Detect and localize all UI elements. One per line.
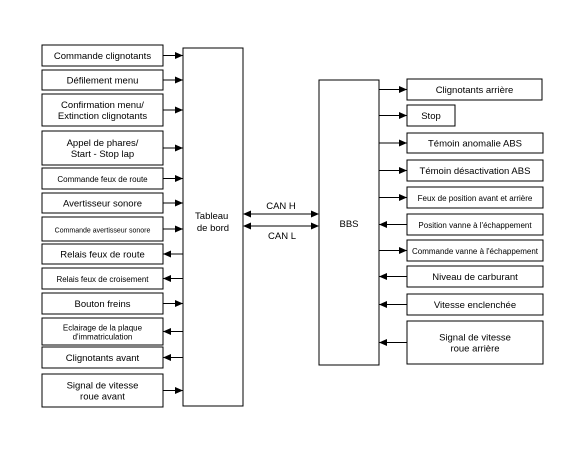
signal-arrow-arrowhead [399,139,407,147]
dashboard-unit-label: Tableau de bord [195,211,231,234]
signal-arrow-arrowhead [163,250,171,258]
dashboard-signal: Bouton freins [41,292,183,315]
dashboard-signal: Avertisseur sonore [41,192,183,214]
signal-label: Confirmation menu/Extinction clignotants [58,100,147,122]
signal-box [406,320,544,365]
bbs-signal: Niveau de carburant [379,265,544,288]
signal-label: Appel de phares/Start - Stop lap [67,138,139,160]
bbs-signal: Témoin anomalie ABS [379,132,544,154]
bbs-unit-box [318,79,380,366]
bbs-signal: Feux de position avant et arrière [379,186,544,209]
signal-arrow-arrowhead [399,86,407,93]
can-h-arrowhead-left [243,210,251,218]
dashboard-signal: Clignotants avant [41,346,183,369]
dashboard-signal: Confirmation menu/Extinction clignotants [41,93,183,127]
signal-label: Relais feux de route [60,249,145,260]
bbs-unit-label: BBS [339,219,358,230]
dashboard-unit: Tableau de bord [182,47,244,407]
dashboard-signal: Commande feux de route [41,167,183,190]
signal-label: Témoin anomalie ABS [428,138,522,149]
signal-arrow-arrowhead [175,225,183,233]
signal-label: Feux de position avant et arrière [418,194,533,203]
bbs-signal: Clignotants arrière [379,78,543,101]
signal-arrow-arrowhead [379,273,387,280]
signal-label: Défilement menu [67,75,139,86]
signal-label: Relais feux de croisement [56,275,149,284]
bbs-signal: Commande vanne à l'échappement [379,239,544,262]
signal-label: Commande vanne à l'échappement [412,247,539,256]
dashboard-signal: Relais feux de route [41,243,183,265]
signal-arrow-arrowhead [175,300,183,307]
signal-arrow-arrowhead [399,167,407,174]
signal-label: Commande avertisseur sonore [55,227,151,234]
signal-label: Commande feux de route [57,175,148,184]
signal-label: Commande clignotants [54,51,151,62]
signal-arrow-arrowhead [175,199,183,207]
can-l-arrowhead-right [311,222,319,230]
dashboard-unit-box [182,47,244,407]
signal-label: Stop [421,111,441,122]
signal-label: Vitesse enclenchée [434,300,516,311]
can-h-label: CAN H [266,201,296,212]
can-h-arrowhead-right [311,210,319,218]
signal-arrow-arrowhead [163,275,171,282]
signal-arrow-arrowhead [379,339,387,346]
dashboard-signal: Relais feux de croisement [41,267,183,290]
signal-arrow-arrowhead [163,354,171,361]
dashboard-signal: Défilement menu [41,69,183,91]
bbs-signal: Témoin désactivation ABS [379,159,544,182]
can-l-label: CAN L [268,231,296,242]
signal-arrow-arrowhead [379,221,387,228]
bbs-signal: Position vanne à l'échappement [379,213,544,236]
dashboard-signal: Commande clignotants [41,44,183,67]
signal-arrow-arrowhead [399,194,407,201]
can-bus: CAN H CAN L [243,201,319,242]
bbs-signal: Vitesse enclenchée [379,293,544,316]
bbs-unit: BBS [318,79,380,366]
signal-arrow-arrowhead [175,144,183,152]
dashboard-signal: Appel de phares/Start - Stop lap [41,130,183,166]
signal-arrow-arrowhead [175,175,183,182]
signal-arrow-arrowhead [399,247,407,254]
dashboard-signal: Commande avertisseur sonore [41,216,183,242]
signal-arrow-arrowhead [399,112,407,119]
signal-label: Clignotants avant [66,353,140,364]
signal-arrow-arrowhead [175,76,183,84]
signal-arrow-arrowhead [175,387,183,394]
signal-box [41,373,164,408]
signal-label: Position vanne à l'échappement [418,221,532,230]
signal-label: Clignotants arrière [436,85,514,96]
signal-arrow-arrowhead [379,301,387,308]
bbs-signal: Stop [379,104,456,127]
signal-label: Avertisseur sonore [63,198,142,209]
signal-label: Témoin désactivation ABS [420,166,531,177]
signal-arrow-arrowhead [163,328,171,335]
signal-label: Niveau de carburant [432,272,518,283]
signal-label: Bouton freins [75,299,131,310]
signal-arrow-arrowhead [175,52,183,59]
can-l-arrowhead-left [243,222,251,230]
signal-box [41,130,164,166]
signal-arrow-arrowhead [175,106,183,114]
signal-box [41,93,164,127]
